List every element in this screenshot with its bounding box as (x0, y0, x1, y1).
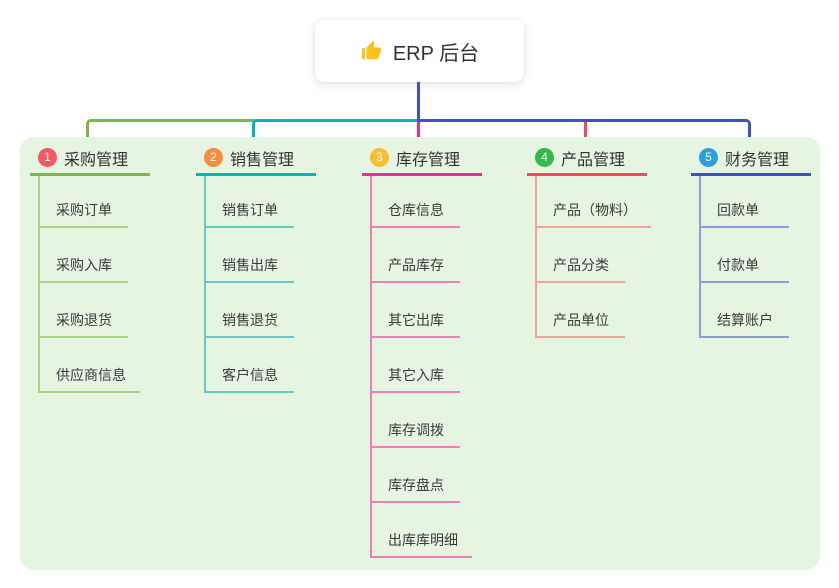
branch-title[interactable]: 3 库存管理 (362, 148, 482, 176)
number-badge: 1 (38, 148, 57, 167)
connector-branch-4 (584, 122, 587, 148)
mindmap-node[interactable]: 客户信息 (206, 338, 294, 393)
branch-title[interactable]: 2 销售管理 (196, 148, 316, 176)
mindmap-node[interactable]: 库存盘点 (372, 448, 460, 503)
branch-title[interactable]: 4 产品管理 (527, 148, 647, 176)
mindmap-node[interactable]: 其它入库 (372, 338, 460, 393)
sub-list: 仓库信息 产品库存 其它出库 其它入库 库存调拨 库存盘点 出库库明细 (370, 176, 482, 558)
branch-inventory-management: 3 库存管理 仓库信息 产品库存 其它出库 其它入库 库存调拨 库存盘点 出库库… (362, 148, 482, 558)
branch-purchase-management: 1 采购管理 采购订单 采购入库 采购退货 供应商信息 (30, 148, 150, 393)
branch-sales-management: 2 销售管理 销售订单 销售出库 销售退货 客户信息 (196, 148, 316, 393)
mindmap-node[interactable]: 销售订单 (206, 176, 294, 228)
canvas-panel (20, 137, 820, 570)
branch-label: 库存管理 (396, 151, 461, 169)
branch-product-management: 4 产品管理 产品（物料） 产品分类 产品单位 (527, 148, 651, 338)
mindmap-node[interactable]: 产品库存 (372, 228, 460, 283)
mindmap-node[interactable]: 仓库信息 (372, 176, 460, 228)
branch-title[interactable]: 5 财务管理 (691, 148, 811, 176)
branch-label: 财务管理 (725, 151, 790, 169)
branch-label: 采购管理 (64, 151, 129, 169)
sub-list: 销售订单 销售出库 销售退货 客户信息 (204, 176, 316, 393)
connector-root-stem (417, 82, 420, 122)
sub-list: 采购订单 采购入库 采购退货 供应商信息 (38, 176, 150, 393)
mindmap-node[interactable]: 供应商信息 (40, 338, 140, 393)
branch-label: 销售管理 (230, 151, 295, 169)
mindmap-node[interactable]: 库存调拨 (372, 393, 460, 448)
connector-branch-2 (252, 119, 420, 149)
connector-branch-5 (417, 119, 751, 149)
thumbs-up-icon (360, 40, 382, 62)
mindmap-node[interactable]: 结算账户 (701, 283, 789, 338)
number-badge: 3 (370, 148, 389, 167)
root-node-title: ERP 后台 (392, 42, 480, 65)
connector-branch-3 (417, 122, 420, 148)
number-badge: 4 (535, 148, 554, 167)
number-badge: 2 (204, 148, 223, 167)
root-node-erp[interactable]: ERP 后台 (315, 20, 524, 82)
mindmap-node[interactable]: 采购退货 (40, 283, 128, 338)
mindmap-node[interactable]: 产品单位 (537, 283, 625, 338)
mindmap-node[interactable]: 其它出库 (372, 283, 460, 338)
sub-list: 回款单 付款单 结算账户 (699, 176, 811, 338)
branch-title[interactable]: 1 采购管理 (30, 148, 150, 176)
mindmap-node[interactable]: 采购订单 (40, 176, 128, 228)
connector-branch-1 (86, 119, 255, 149)
sub-list: 产品（物料） 产品分类 产品单位 (535, 176, 651, 338)
mindmap-node[interactable]: 产品分类 (537, 228, 625, 283)
mindmap-node[interactable]: 回款单 (701, 176, 789, 228)
branch-label: 产品管理 (561, 151, 626, 169)
mindmap-node[interactable]: 产品（物料） (537, 176, 651, 228)
mindmap-node[interactable]: 采购入库 (40, 228, 128, 283)
mindmap-node[interactable]: 销售出库 (206, 228, 294, 283)
number-badge: 5 (699, 148, 718, 167)
mindmap-node[interactable]: 销售退货 (206, 283, 294, 338)
mindmap-node[interactable]: 付款单 (701, 228, 789, 283)
branch-finance-management: 5 财务管理 回款单 付款单 结算账户 (691, 148, 811, 338)
mindmap-node[interactable]: 出库库明细 (372, 503, 472, 558)
